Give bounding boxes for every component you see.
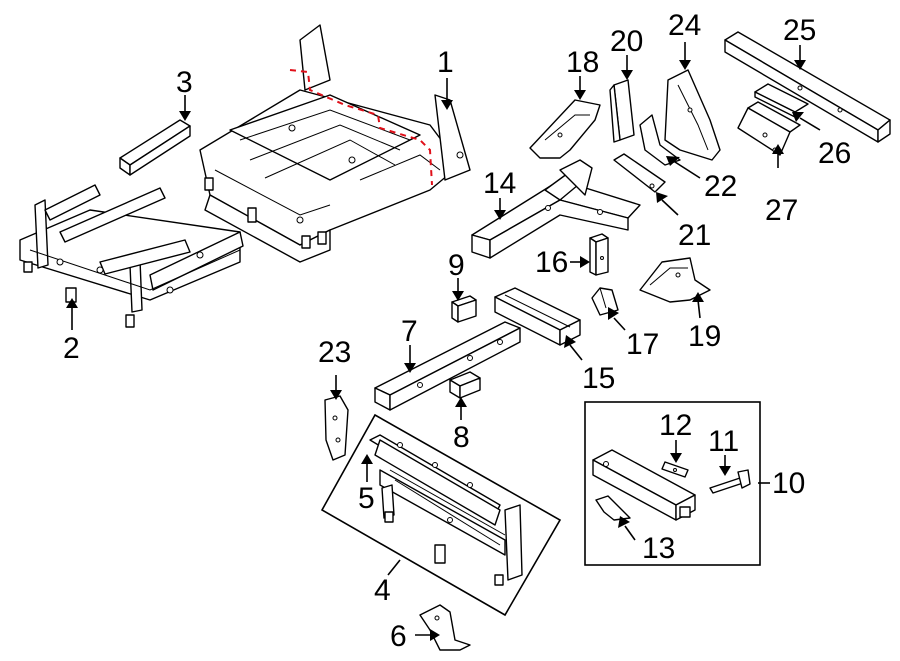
callout-13[interactable]: 13 [642, 532, 675, 565]
callout-2[interactable]: 2 [63, 332, 80, 365]
callout-8[interactable]: 8 [453, 421, 470, 454]
leader-lines [66, 42, 821, 641]
part-15-box-rail[interactable] [494, 287, 581, 346]
callout-25[interactable]: 25 [783, 14, 816, 47]
part-2-front-floor-frame[interactable] [19, 184, 244, 328]
callout-21[interactable]: 21 [678, 219, 711, 252]
callout-10[interactable]: 10 [772, 467, 805, 500]
callout-14[interactable]: 14 [483, 167, 516, 200]
callout-6[interactable]: 6 [390, 620, 407, 653]
callout-17[interactable]: 17 [626, 328, 659, 361]
callout-23[interactable]: 23 [318, 336, 351, 369]
part-9-block[interactable] [451, 295, 477, 323]
callout-18[interactable]: 18 [566, 46, 599, 79]
callout-9[interactable]: 9 [448, 249, 465, 282]
part-12-plate[interactable] [661, 461, 689, 478]
callout-11[interactable]: 11 [708, 425, 739, 458]
callout-1[interactable]: 1 [437, 46, 454, 79]
part-3-crossmember[interactable] [119, 119, 191, 176]
callout-12[interactable]: 12 [659, 409, 692, 442]
callout-16[interactable]: 16 [535, 246, 568, 279]
part-14-y-rail[interactable] [471, 159, 641, 259]
part-21-strap[interactable] [613, 153, 666, 193]
callout-15[interactable]: 15 [582, 362, 615, 395]
part-7-sill-rail[interactable] [374, 321, 521, 411]
callout-24[interactable]: 24 [668, 9, 701, 42]
callout-labels: 1 2 3 4 5 6 7 8 9 10 11 12 13 14 15 16 1… [63, 9, 851, 653]
part-25-long-rail[interactable] [724, 31, 891, 143]
callout-20[interactable]: 20 [610, 25, 643, 58]
part-23-upright[interactable] [324, 395, 349, 461]
part-20-panel[interactable] [609, 79, 635, 143]
part-18-gusset[interactable] [529, 99, 601, 159]
callout-26[interactable]: 26 [818, 137, 851, 170]
part-8-block[interactable] [449, 371, 481, 399]
part-27-bracket[interactable] [737, 101, 801, 156]
callout-4[interactable]: 4 [374, 574, 391, 607]
part-26-plate[interactable] [754, 83, 809, 118]
callout-3[interactable]: 3 [176, 66, 193, 99]
callout-5[interactable]: 5 [358, 482, 375, 515]
callout-7[interactable]: 7 [401, 315, 418, 348]
part-11-bolt[interactable] [709, 469, 751, 494]
part-24-pillar[interactable] [664, 69, 721, 161]
callout-27[interactable]: 27 [765, 194, 798, 227]
part-1-frame-assembly[interactable] [199, 24, 471, 263]
part-5-rear-crossmember[interactable] [369, 434, 523, 586]
part-19-bracket[interactable] [639, 257, 711, 303]
part-17-wedge[interactable] [591, 287, 619, 316]
part-4-assembly-outline[interactable] [320, 413, 562, 617]
part-6-bracket[interactable] [419, 604, 471, 651]
part-22-bracket[interactable] [639, 114, 681, 166]
callout-22[interactable]: 22 [704, 170, 737, 203]
part-13-bracket[interactable] [595, 495, 631, 521]
part-16-post[interactable] [589, 233, 609, 276]
part-10-tube[interactable] [592, 449, 696, 521]
callout-19[interactable]: 19 [688, 320, 721, 353]
